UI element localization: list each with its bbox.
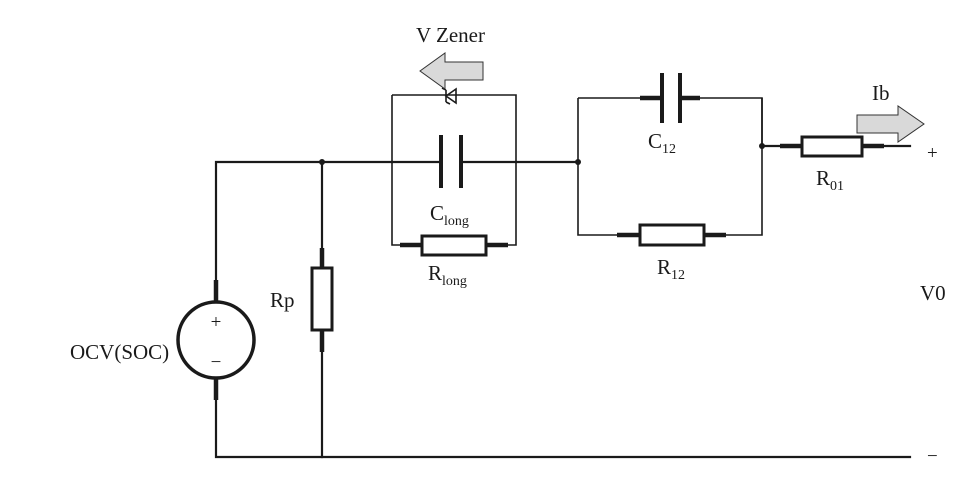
terminal-minus: − — [927, 446, 938, 467]
ocv-source: + − — [176, 280, 256, 400]
clong-label-sub: long — [444, 214, 469, 229]
r01-group — [780, 135, 884, 158]
r12-label-main: R — [657, 255, 671, 279]
rlong-label-main: R — [428, 261, 442, 285]
clong-label: Clong — [430, 201, 469, 229]
ocv-source-minus: − — [211, 352, 222, 373]
r12-label: R12 — [657, 255, 685, 283]
junctions — [319, 143, 765, 165]
rc12-block — [577, 73, 763, 247]
terminal-plus: + — [927, 143, 938, 164]
c12-label: C12 — [648, 129, 676, 157]
rlong-label: Rlong — [428, 261, 467, 289]
c12-label-main: C — [648, 129, 662, 153]
clong-label-main: C — [430, 201, 444, 225]
ocv-source-plus: + — [211, 312, 222, 333]
rlong-resistor — [420, 234, 488, 257]
junction-dot-rc12-left — [575, 159, 581, 165]
rp-label: Rp — [270, 288, 295, 312]
junction-dot-rp — [319, 159, 325, 165]
ocv-source-circle-icon — [176, 300, 256, 380]
ib-label: Ib — [872, 81, 890, 105]
wire-bottom — [214, 393, 912, 459]
c12-label-sub: 12 — [662, 142, 676, 157]
zener-diode-icon — [441, 87, 457, 105]
long-rc-block — [390, 87, 518, 257]
rc12-block-frame — [577, 97, 763, 236]
r01-label-sub: 01 — [830, 179, 844, 194]
junction-dot-rc12-right — [759, 143, 765, 149]
v0-label: V0 — [920, 281, 946, 305]
wires — [214, 144, 912, 459]
r01-label-main: R — [816, 166, 830, 190]
ib-arrow-right-icon — [856, 105, 925, 143]
wire-left-top — [214, 160, 394, 287]
rp-resistor — [310, 266, 334, 332]
ocv-label: OCV(SOC) — [70, 340, 169, 364]
r01-resistor — [800, 135, 864, 158]
r01-label: R01 — [816, 166, 844, 194]
v-zener-arrow-left-icon — [419, 52, 484, 90]
r12-label-sub: 12 — [671, 268, 685, 283]
r12-resistor — [638, 223, 706, 247]
rlong-label-sub: long — [442, 274, 467, 289]
v-zener-label: V Zener — [416, 23, 485, 47]
rp-group — [310, 248, 334, 352]
long-block-frame — [391, 94, 517, 246]
